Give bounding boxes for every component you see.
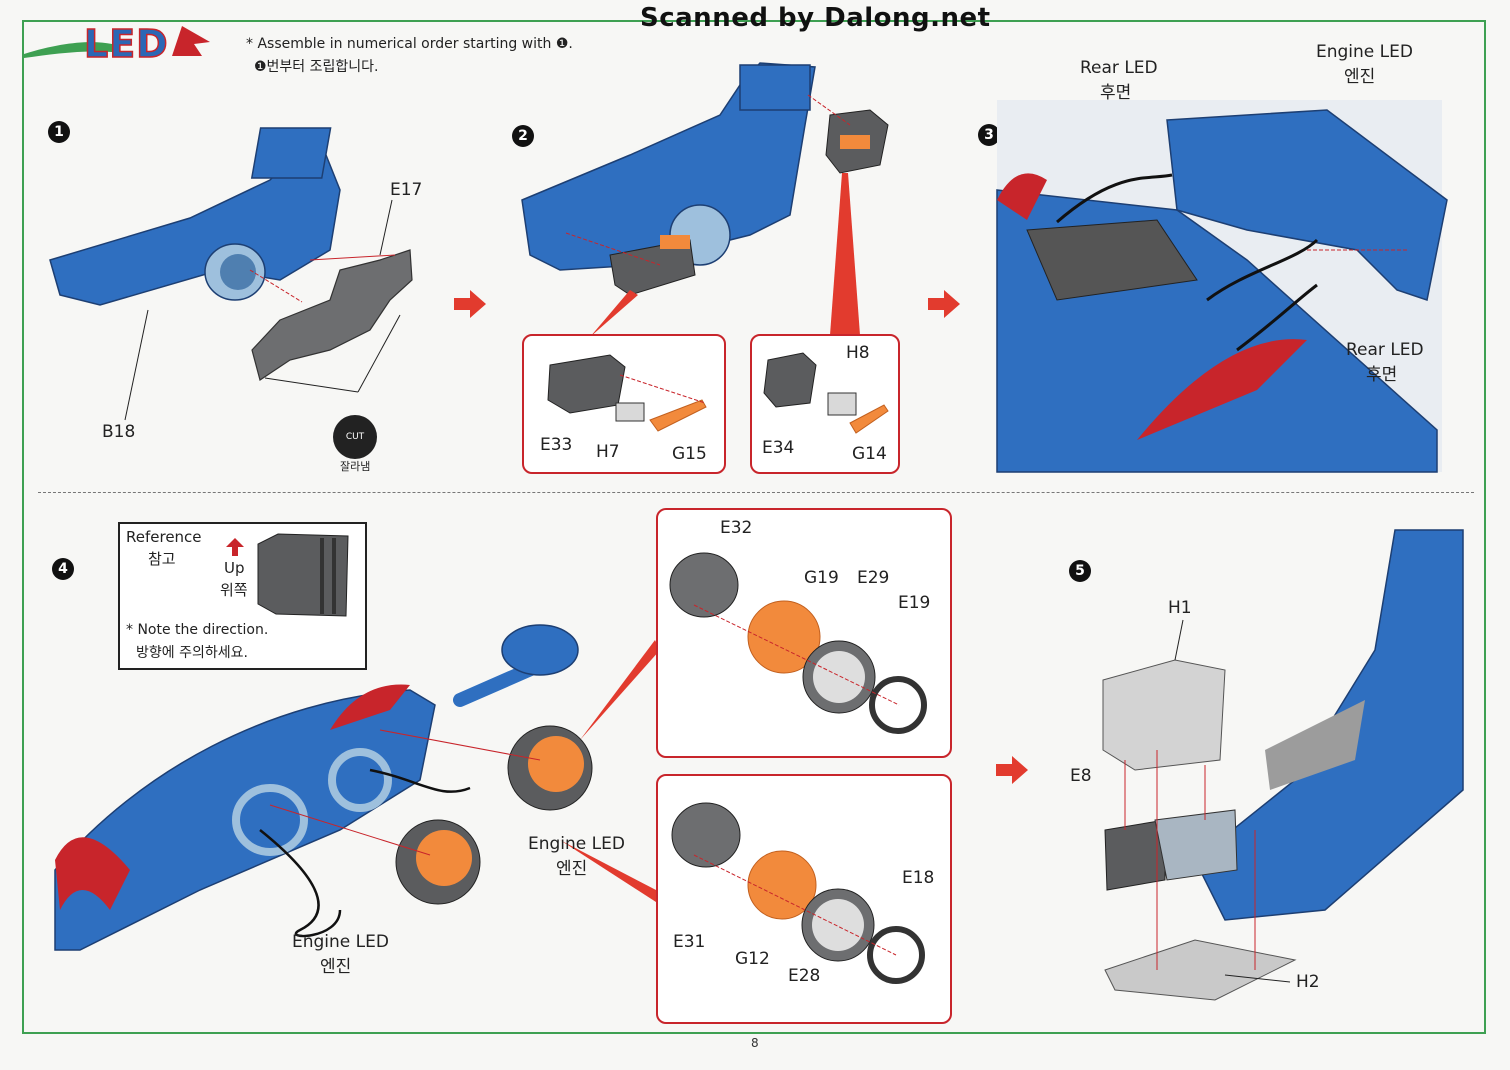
label-e33: E33 [540, 435, 573, 455]
led-logo [24, 26, 210, 58]
note-ko: 방향에 주의하세요. [136, 645, 248, 661]
callout-top-parts [669, 552, 927, 734]
section-divider [38, 492, 1474, 493]
reference-en: Reference [126, 528, 202, 546]
step-5-illustration [1102, 529, 1464, 1001]
cut-icon: CUT [333, 415, 377, 459]
step-1-illustration [49, 127, 413, 421]
label-e31: E31 [673, 932, 706, 952]
label-e32: E32 [720, 518, 753, 538]
step-2-badge: 2 [512, 125, 534, 147]
label-engine-led-left-ko: 엔진 [320, 957, 352, 977]
label-b18: B18 [102, 422, 136, 442]
label-h7: H7 [596, 442, 620, 462]
up-arrow-icon [226, 538, 244, 556]
step-2-illustration [521, 62, 889, 337]
label-g19: G19 [804, 568, 839, 588]
cut-label-ko: 잘라냄 [340, 460, 371, 473]
label-g14: G14 [852, 444, 887, 464]
note-en: * Note the direction. [126, 622, 269, 638]
label-e19: E19 [898, 593, 931, 613]
callout-right-parts [763, 352, 889, 434]
next-arrow-icon [996, 756, 1028, 784]
label-h1: H1 [1168, 598, 1192, 618]
next-arrow-icon [454, 290, 486, 318]
callout-bottom-parts [671, 802, 925, 984]
label-rear-led-top: Rear LED [1080, 58, 1158, 78]
up-en: Up [224, 559, 245, 577]
page-border [22, 20, 1486, 1034]
reference-part-illustration [257, 533, 349, 617]
step-4-illustration [54, 624, 593, 951]
label-engine-led-s3-ko: 엔진 [1344, 67, 1376, 87]
label-e34: E34 [762, 438, 795, 458]
label-rear-led-bottom: Rear LED [1346, 340, 1424, 360]
instruction-en: * Assemble in numerical order starting w… [246, 36, 573, 52]
step-3-badge: 3 [978, 124, 1000, 146]
label-h8: H8 [846, 343, 870, 363]
label-e18: E18 [902, 868, 935, 888]
label-engine-led-right: Engine LED [528, 834, 625, 854]
label-e8: E8 [1070, 766, 1092, 786]
label-rear-led-bottom-ko: 후면 [1366, 365, 1398, 385]
label-engine-led-right-ko: 엔진 [556, 859, 588, 879]
watermark: Scanned by Dalong.net [640, 3, 991, 33]
label-g12: G12 [735, 949, 770, 969]
label-engine-led-left: Engine LED [292, 932, 389, 952]
next-arrow-icon [928, 290, 960, 318]
label-rear-led-top-ko: 후면 [1100, 83, 1132, 103]
label-e29: E29 [857, 568, 890, 588]
callout-left-parts [547, 354, 707, 432]
up-ko: 위쪽 [220, 581, 248, 599]
reference-ko: 참고 [148, 550, 176, 568]
label-g15: G15 [672, 444, 707, 464]
page-number: 8 [751, 1036, 759, 1050]
led-logo-text: LED [83, 21, 169, 67]
label-engine-led-s3: Engine LED [1316, 42, 1413, 62]
label-h2: H2 [1296, 972, 1320, 992]
step-1-badge: 1 [48, 121, 70, 143]
callout-pointers [560, 640, 660, 902]
label-e28: E28 [788, 966, 821, 986]
label-e17: E17 [390, 180, 423, 200]
step-4-badge: 4 [52, 558, 74, 580]
step-5-badge: 5 [1069, 560, 1091, 582]
instruction-ko: ❶번부터 조립합니다. [254, 59, 379, 75]
step-3-illustration [996, 100, 1448, 473]
